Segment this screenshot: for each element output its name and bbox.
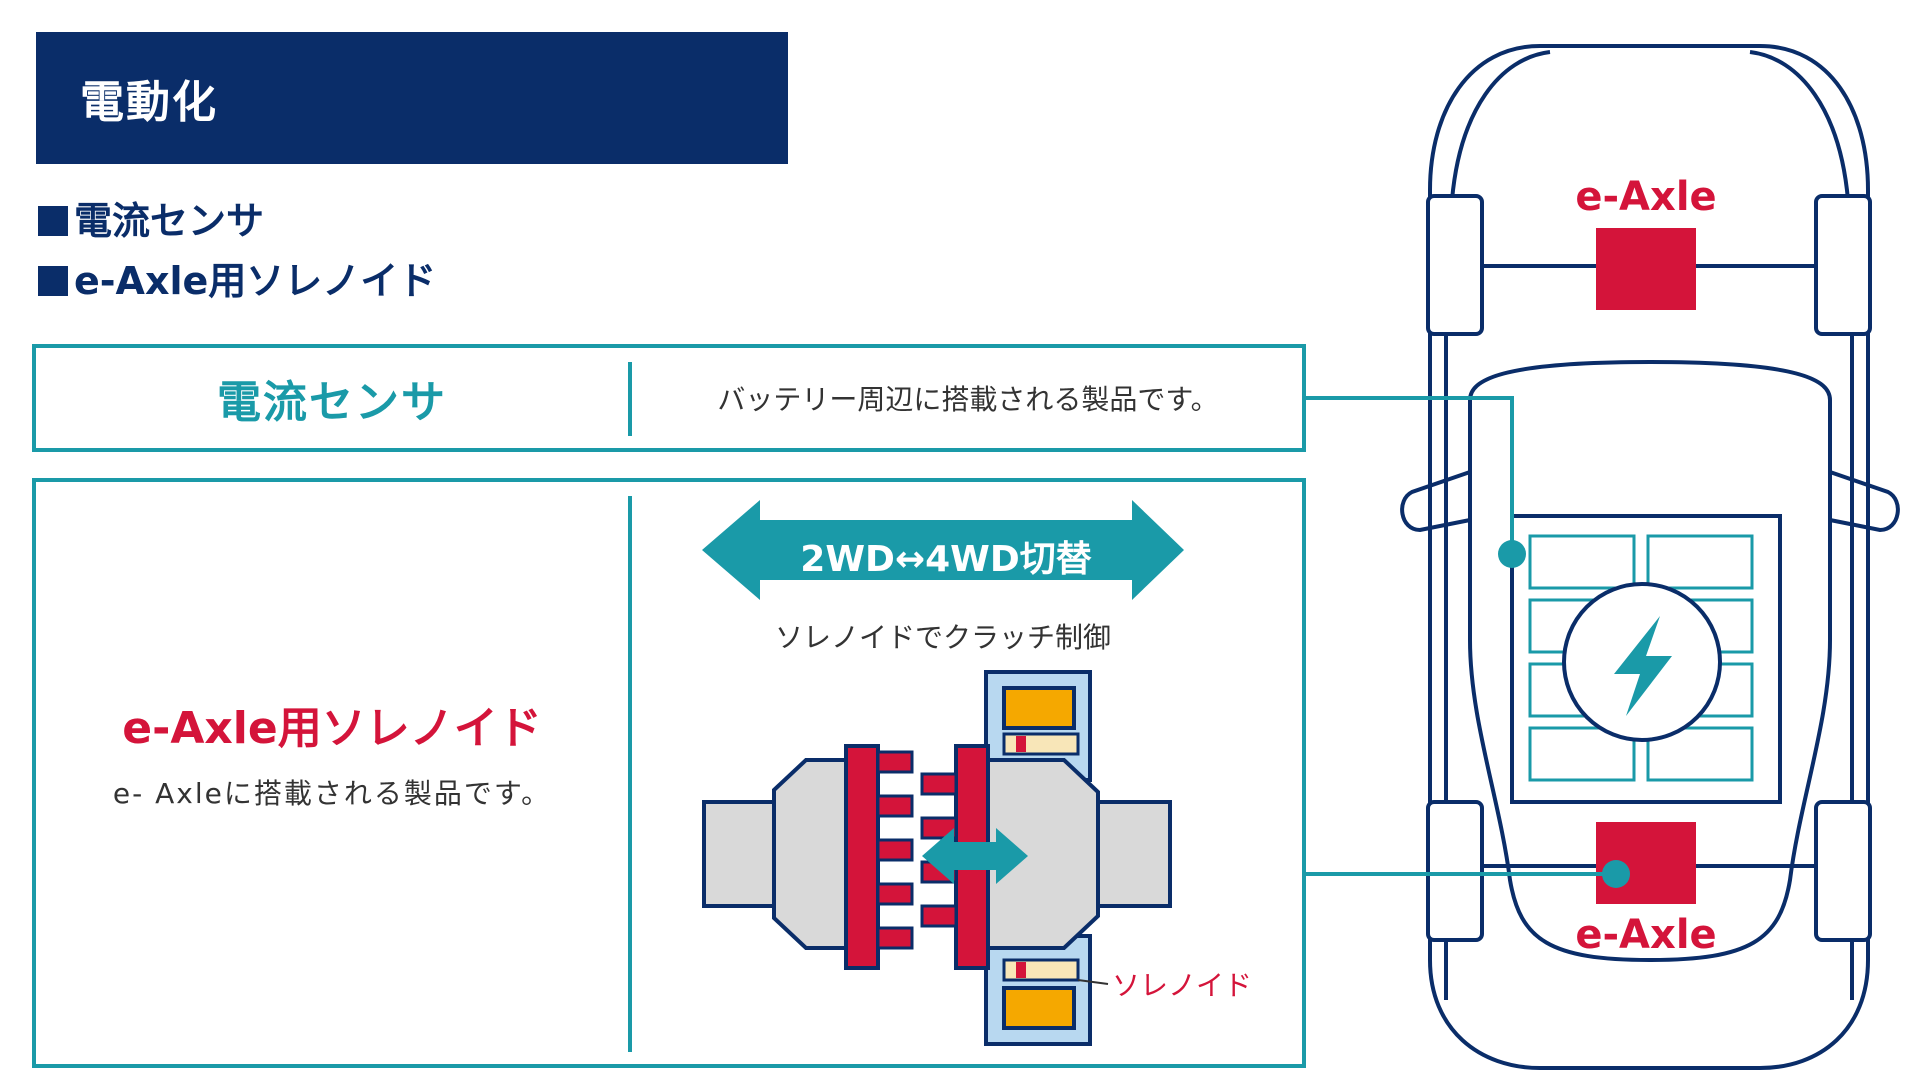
solenoid-coil-bottom (1002, 986, 1076, 1030)
clutch-tooth (876, 794, 914, 818)
solenoid-coil-top (1002, 686, 1076, 730)
movement-arrow (922, 828, 1028, 884)
rear-e-axle-label: e-Axle (1575, 912, 1717, 958)
battery-cell (1528, 534, 1636, 590)
front-right-wheel (1814, 194, 1872, 336)
current-sensor-title: 電流センサ (217, 377, 447, 428)
left-clutch-plate (844, 744, 880, 970)
bullet-item: 電流センサ (38, 190, 264, 245)
front-e-axle-label: e-Axle (1575, 174, 1717, 220)
clutch-tooth (876, 750, 914, 774)
plunger-mark (1016, 962, 1026, 978)
rear-right-wheel (1814, 800, 1872, 942)
square-bullet-icon (38, 206, 68, 236)
switch-label: 2WD↔4WD切替 (800, 539, 1092, 580)
left-mirror (1400, 470, 1471, 533)
e-axle-dot (1602, 860, 1630, 888)
battery-pack (1510, 514, 1782, 804)
bullet-text: e-Axle用ソレノイド (74, 259, 437, 303)
clutch-tooth (920, 816, 958, 840)
clutch-diagram (702, 670, 1172, 1046)
section-banner: 電動化 (36, 32, 788, 164)
solenoid-caption: ソレノイドでクラッチ制御 (774, 621, 1111, 654)
battery-cell (1646, 534, 1754, 590)
panel-divider (628, 496, 632, 1052)
current-sensor-description: バッテリー周辺に搭載される製品です。 (717, 383, 1219, 416)
square-bullet-icon (38, 266, 68, 296)
plunger-bottom (1002, 958, 1080, 982)
front-left-wheel (1426, 194, 1484, 336)
panel-divider (628, 362, 632, 436)
solenoid-description: e- Axleに搭載される製品です。 (112, 777, 552, 810)
current-sensor-panel (32, 344, 1306, 452)
current-sensor-dot (1498, 540, 1526, 568)
bullet-text: 電流センサ (74, 199, 265, 243)
left-shaft (702, 800, 776, 908)
car-body-outline (1428, 44, 1870, 1070)
clutch-tooth (876, 882, 914, 906)
car-hood-line (1450, 50, 1850, 201)
bullet-item: e-Axle用ソレノイド (38, 250, 436, 305)
clutch-tooth (920, 772, 958, 796)
rear-left-wheel (1426, 800, 1484, 942)
switch-double-arrow (702, 500, 1184, 600)
front-e-axle-block (1596, 228, 1696, 310)
right-shaft (1094, 800, 1172, 908)
right-mirror (1829, 470, 1900, 533)
lightning-icon (1614, 616, 1672, 716)
section-title: 電動化 (80, 77, 218, 128)
plunger-mark (1016, 736, 1026, 752)
current-sensor-connector (1306, 396, 1514, 554)
clutch-tooth (876, 926, 914, 950)
solenoid-part-label: ソレノイド (1112, 969, 1253, 1002)
plunger-top (1002, 732, 1080, 756)
solenoid-leader-line (1077, 979, 1109, 985)
clutch-tooth (876, 838, 914, 862)
clutch-tooth (920, 904, 958, 928)
solenoid-title: e-Axle用ソレノイド (122, 703, 542, 754)
